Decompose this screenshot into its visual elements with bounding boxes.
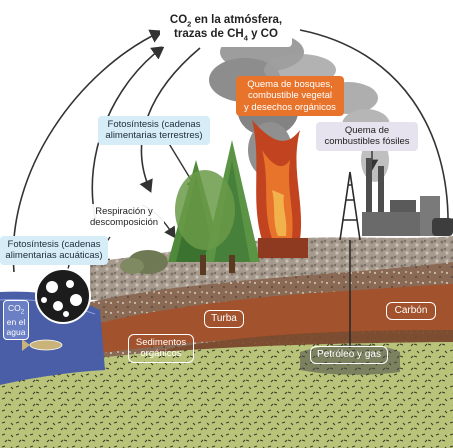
- tree-icon: [168, 140, 260, 275]
- fire-icon: [252, 120, 308, 258]
- peat-label: Turba: [204, 310, 244, 328]
- arrow-atm-to-right: [299, 29, 453, 232]
- oil-and-gas-label: Petróleo y gas: [310, 346, 388, 364]
- co2-in-water-label: CO2 en el agua: [3, 300, 29, 341]
- coal-label: Carbón: [386, 302, 436, 320]
- plankton-circle-icon: [35, 268, 91, 324]
- photosynthesis-land-label: Fotosíntesis (cadenas alimentarias terre…: [98, 116, 210, 145]
- respiration-label: Respiración y descomposición: [84, 204, 164, 231]
- peat-layer: [0, 284, 453, 372]
- oil-rig-icon: [339, 171, 361, 348]
- burning-fossil-fuels-label: Quema de combustibles fósiles: [316, 122, 418, 151]
- factory-icon: [362, 158, 453, 236]
- oil-gas-pocket: [300, 344, 400, 375]
- atmosphere-label: CO2 en la atmósfera, trazas de CH4 y CO: [160, 10, 292, 47]
- photosynthesis-water-label: Fotosíntesis (cadenas alimentarias acuát…: [0, 236, 108, 265]
- burning-forests-label: Quema de bosques, combustible vegetal y …: [236, 76, 344, 117]
- arrow-water-to-atm: [12, 29, 163, 273]
- organic-sediments-label: Sedimentos orgánicos: [128, 334, 194, 363]
- shrub-icon: [120, 250, 168, 274]
- fish-icon: [22, 339, 63, 351]
